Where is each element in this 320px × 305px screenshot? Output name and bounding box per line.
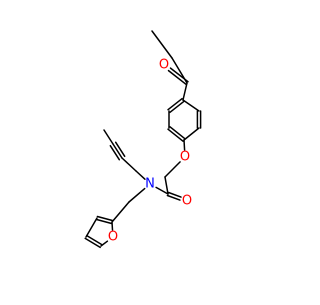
bond-a18-a19-single [103,129,114,145]
atom-label-o: O [108,230,118,245]
atom-label-background [179,151,191,163]
bond-a23-a24-double-a [84,237,101,249]
bond-a13-a14-double-a [166,194,181,201]
molecule-structure: O O O N O [84,30,202,249]
structure-canvas: O O O N O [84,30,202,249]
atom-label-n: N [145,177,155,192]
bond-a8-a9-single [183,127,200,141]
atom-label-background [181,195,193,207]
bond-a8-a11-single [183,139,186,151]
bond-a11-a12-single [164,161,181,178]
bond-a3-a4-double-b [167,69,187,86]
bond-a5-a6-double-b [169,100,185,114]
bond-a21-a22-double-b [95,218,113,225]
atom-label-layer: O O O N O [107,58,193,245]
bond-a25-a21-single [111,221,114,231]
bond-a17-a18-triple-center [112,143,123,159]
bond-a7-a8-double-b [169,126,186,140]
bond-a7-a8-double-a [167,128,184,142]
bond-a12-a13-single [164,176,169,195]
bond-a13-a15-single [155,186,169,195]
atom-label-o: O [159,58,169,73]
bond-a16-a17-single [121,157,137,172]
bond-a21-a22-double-a [96,215,114,222]
bond-a24-a25-single [100,240,109,247]
atom-label-background [107,231,119,243]
bond-layer [84,30,202,249]
bond-a15-a20-single [128,187,146,203]
atom-label-o: O [180,150,190,165]
bond-a13-a14-double-b [167,191,182,198]
bond-a20-a21-single [111,201,130,223]
bond-a23-a24-double-b [86,234,103,246]
atom-label-o: O [182,194,192,209]
bond-a1-a2-single [151,30,173,59]
atom-label-background [144,178,156,190]
bond-a17-a18-triple-b [109,144,121,161]
bond-a15-a16-single [135,170,146,180]
bond-a10-a5-single [182,99,200,112]
bond-a3-a4-double-a [169,67,189,83]
atom-label-background [158,59,170,71]
bond-a17-a18-triple-a [114,141,126,158]
bond-a3-a5-single [182,82,188,101]
bond-a22-a23-single [85,217,98,238]
bond-a5-a6-double-a [167,97,183,111]
